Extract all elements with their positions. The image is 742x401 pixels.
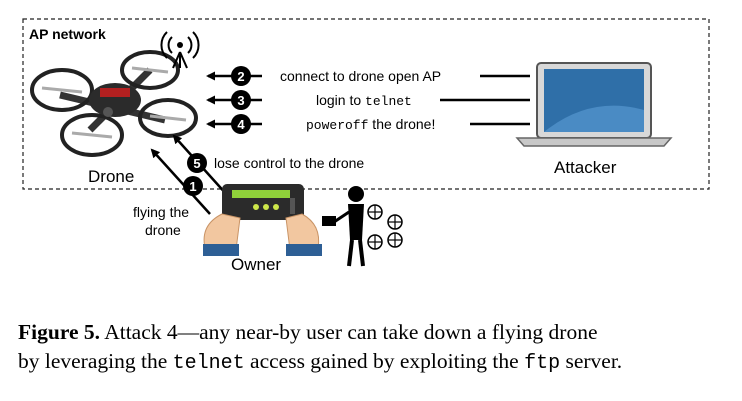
caption-line2-c: server. <box>560 349 623 373</box>
svg-text:5: 5 <box>193 156 200 171</box>
step-4-text: poweroff the drone! <box>306 116 435 133</box>
drone-icon <box>30 50 198 157</box>
caption-lead: Figure 5. <box>18 320 101 344</box>
step-5-badge: 5 <box>187 153 207 173</box>
svg-text:4: 4 <box>237 117 245 132</box>
ap-network-boundary <box>22 18 710 190</box>
caption-line2-b: access gained by exploiting the <box>244 349 525 373</box>
arrow-step-1 <box>150 148 211 215</box>
attack-diagram: AP network Drone Att <box>22 18 710 274</box>
svg-text:3: 3 <box>237 93 244 108</box>
attacker-label: Attacker <box>554 158 617 177</box>
step-5-text: lose control to the drone <box>214 155 364 171</box>
caption-line1-text: Attack 4—any near-by user can take down … <box>100 320 598 344</box>
caption-line-2: by leveraging the telnet access gained b… <box>18 347 730 378</box>
person-with-drone-icon <box>322 186 403 267</box>
caption-code-telnet: telnet <box>172 352 245 375</box>
step-3-text: login to telnet <box>316 92 412 109</box>
svg-text:1: 1 <box>189 179 196 194</box>
step-4-badge: 4 <box>231 114 251 134</box>
laptop-icon <box>515 62 673 147</box>
step-1-text-line1: flying the <box>133 204 189 220</box>
caption-line-1: Figure 5. Attack 4—any near-by user can … <box>18 318 730 347</box>
hands-icon <box>203 213 322 256</box>
remote-controller-icon <box>222 184 304 220</box>
wifi-antenna-icon <box>160 31 200 69</box>
step-3-badge: 3 <box>231 90 251 110</box>
ap-network-label: AP network <box>29 26 106 42</box>
drone-label: Drone <box>88 167 134 186</box>
owner-label: Owner <box>231 255 281 274</box>
caption-code-ftp: ftp <box>524 352 561 375</box>
figure-caption: Figure 5. Attack 4—any near-by user can … <box>18 318 730 378</box>
step-1-badge: 1 <box>183 176 203 196</box>
step-2-badge: 2 <box>231 66 251 86</box>
svg-text:2: 2 <box>237 69 244 84</box>
step-1-text-line2: drone <box>145 222 181 238</box>
step-2-text: connect to drone open AP <box>280 68 441 84</box>
caption-line2-a: by leveraging the <box>18 349 173 373</box>
